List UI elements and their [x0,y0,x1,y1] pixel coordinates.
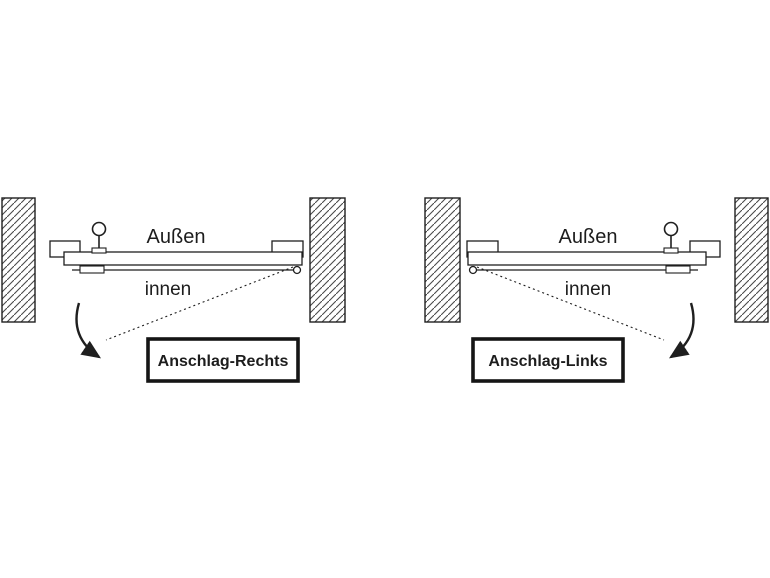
wall-hatched-left [1,197,36,323]
knob-base [663,247,679,254]
caption-label: Anschlag-Rechts [158,353,289,370]
wall-hatched-right [309,197,346,323]
outside-label: Außen [559,226,618,248]
door-knob-icon [91,221,107,237]
caption-box [471,337,625,383]
outside-label: Außen [147,226,206,248]
swing-arrow-icon [75,302,101,359]
caption-label: Anschlag-Links [488,353,607,370]
knob-base [91,247,107,254]
hinge-pivot [292,265,302,275]
door-leaf [467,251,707,266]
inside-label: innen [145,279,192,300]
inside-label: innen [565,279,612,300]
diagram-anschlag-links: Außen innen Anschlag-Links [424,197,769,383]
swing-dashed-line [105,266,294,341]
lock-plate [665,265,691,274]
diagram-anschlag-rechts: Außen innen Anschlag-Rechts [1,197,346,383]
lock-plate [79,265,105,274]
door-knob-icon [663,221,679,237]
swing-arrow-icon [669,302,695,359]
door-leaf [63,251,303,266]
swing-dashed-line [476,266,665,341]
wall-hatched-left [424,197,461,323]
hinge-pivot [468,265,478,275]
wall-hatched-right [734,197,769,323]
caption-box [146,337,300,383]
